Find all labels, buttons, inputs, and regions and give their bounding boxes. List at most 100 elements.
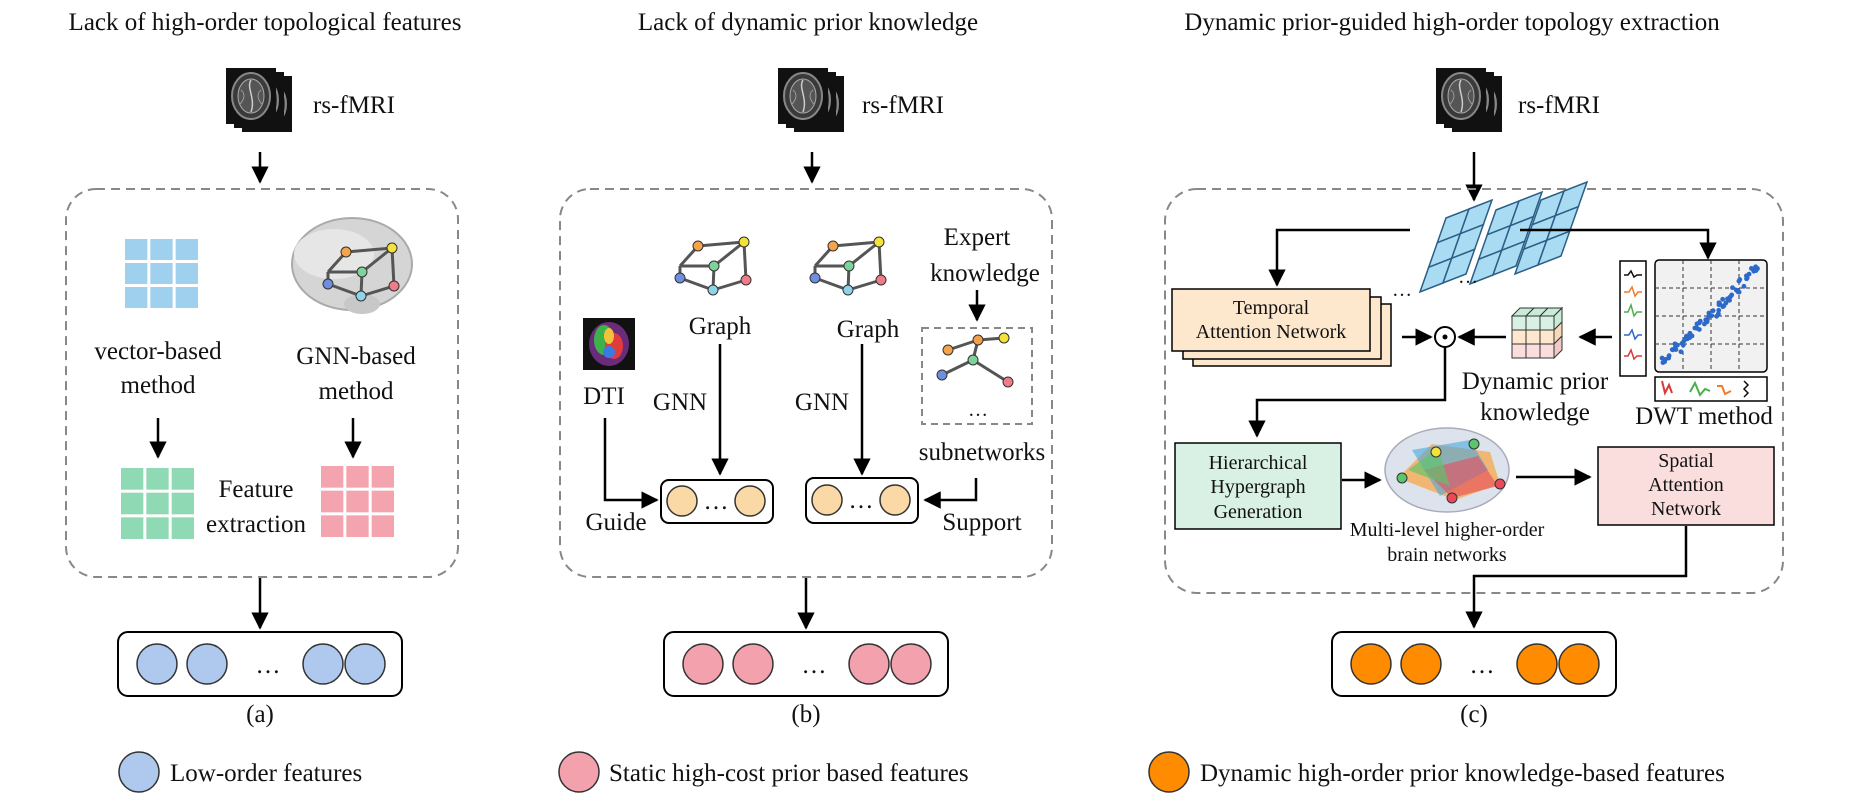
matrix-cell	[171, 468, 194, 490]
panel-a: Lack of high-order topological features …	[65, 9, 462, 728]
fmri-stack-a: …	[225, 67, 294, 133]
plot-point	[1749, 266, 1754, 271]
feature-node	[1400, 643, 1442, 685]
embedding-box-right: …	[805, 477, 919, 524]
plot-point	[1735, 287, 1741, 293]
svg-text:…: …	[849, 487, 874, 514]
svg-text:…: …	[1392, 279, 1412, 301]
matrix-cell	[146, 468, 169, 490]
plot-point	[1716, 311, 1721, 317]
feature-node	[1558, 643, 1600, 685]
plot-point	[1717, 301, 1723, 307]
feature-matrix-pink-icon	[321, 466, 394, 537]
matrix-cell	[175, 239, 198, 260]
plot-point	[1723, 300, 1729, 306]
plot-point	[1720, 296, 1726, 302]
matrix-cell	[175, 263, 198, 284]
matrix-cell	[150, 287, 173, 308]
matrix-cell	[121, 492, 144, 515]
legend-label-static-prior: Static high-cost prior based features	[609, 760, 969, 787]
panel-a-dashed-box	[65, 188, 459, 578]
legend-label-low-order: Low-order features	[170, 760, 362, 787]
panel-a-input-label: rs-fMRI	[313, 92, 395, 119]
plot-point	[1675, 342, 1680, 348]
matrix-cell	[371, 515, 394, 537]
dynamic-prior-cube-icon	[1510, 306, 1564, 360]
vector-matrix-icon	[125, 239, 198, 308]
panel-b-input-label: rs-fMRI	[862, 92, 944, 119]
subnetwork-graph-icon: …	[936, 332, 1014, 421]
feature-node	[732, 643, 774, 685]
plot-point	[1704, 319, 1710, 325]
feature-ellipsis: …	[1470, 652, 1495, 679]
dynamic-prior-label-2: knowledge	[1480, 399, 1590, 426]
matrix-cell	[321, 490, 344, 513]
dwt-wavelets-icon	[1654, 376, 1768, 402]
arrow-c-odot-to-hypergraph	[1248, 347, 1447, 438]
fmri-stack-b: …	[777, 67, 846, 133]
expert-label-2: knowledge	[930, 260, 1040, 287]
graph-icon-left	[673, 235, 753, 297]
feature-node	[848, 643, 890, 685]
vector-label-2: method	[121, 372, 196, 399]
temporal-attention-network-box	[1171, 288, 1392, 367]
panel-a-title: Lack of high-order topological features	[69, 9, 462, 36]
temporal-label-2: Attention Network	[1196, 321, 1347, 343]
output-features-c: …	[1331, 631, 1617, 697]
vector-label-1: vector-based	[94, 338, 222, 365]
legend-item-low-order: Low-order features	[118, 751, 362, 793]
plot-point	[1689, 333, 1695, 339]
matrix-cell	[125, 263, 148, 284]
matrix-cell	[171, 492, 194, 515]
svg-text:…: …	[968, 399, 988, 421]
output-features-a: …	[117, 631, 403, 697]
cube-face-cell	[1539, 343, 1555, 359]
guide-label: Guide	[585, 509, 646, 536]
plot-point	[1727, 294, 1733, 300]
output-features-b: …	[663, 631, 949, 697]
feature-label-2: extraction	[206, 511, 306, 538]
matrix-cell	[346, 466, 369, 488]
plot-point	[1746, 271, 1752, 277]
plot-point	[1720, 304, 1726, 310]
svg-text:…: …	[1486, 112, 1504, 132]
matrix-cell	[125, 239, 148, 260]
hypergraph-generation-box	[1174, 442, 1342, 530]
cube-face-cell	[1525, 315, 1541, 331]
plot-point	[1730, 285, 1735, 291]
hier-label-2: Hypergraph	[1210, 476, 1305, 498]
panel-b: Lack of dynamic prior knowledge … rs-fMR…	[559, 9, 1053, 728]
subnetworks-label: subnetworks	[919, 439, 1045, 466]
panel-c-input-label: rs-fMRI	[1518, 92, 1600, 119]
plot-point	[1678, 349, 1684, 355]
window-ellipsis: …	[1458, 266, 1478, 288]
fmri-window	[1513, 180, 1589, 276]
panel-b-caption: (b)	[791, 701, 820, 728]
matrix-cell	[146, 517, 169, 539]
gnn-label-left: GNN	[653, 389, 707, 416]
gnn-label-1: GNN-based	[296, 343, 416, 370]
expert-label-1: Expert	[944, 224, 1011, 251]
cube-face-cell	[1525, 329, 1541, 345]
plot-point	[1696, 320, 1702, 326]
feature-ellipsis: …	[802, 652, 827, 679]
dwt-correlation-plot-icon	[1654, 259, 1768, 373]
matrix-cell	[146, 492, 169, 515]
matrix-cell	[321, 515, 344, 537]
feature-node	[890, 643, 932, 685]
plot-point	[1710, 308, 1716, 314]
feature-node	[1350, 643, 1392, 685]
support-label: Support	[942, 509, 1021, 536]
gnn-label-2: method	[319, 378, 394, 405]
spatial-label-2: Attention	[1648, 474, 1724, 496]
plot-point	[1662, 359, 1668, 365]
arrow-c-to-dwt	[1520, 228, 1717, 260]
spatial-label-1: Spatial	[1658, 450, 1714, 472]
feature-label-1: Feature	[219, 476, 294, 503]
matrix-cell	[346, 490, 369, 513]
arrow-b-dti	[603, 418, 659, 509]
matrix-cell	[371, 490, 394, 513]
feature-matrix-green-icon	[121, 468, 194, 539]
